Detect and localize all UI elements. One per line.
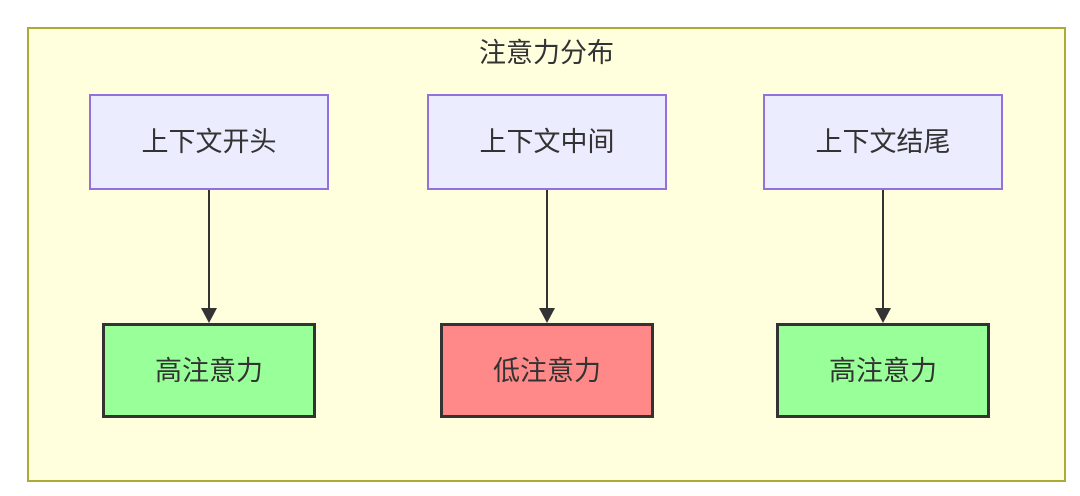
diagram-title: 注意力分布	[479, 38, 614, 68]
node-context-end-label: 上下文结尾	[815, 127, 951, 157]
node-low-attention-middle: 低注意力	[440, 323, 654, 418]
node-context-start: 上下文开头	[89, 94, 329, 190]
node-high-attention-end: 高注意力	[776, 323, 990, 418]
node-context-middle-label: 上下文中间	[479, 127, 615, 157]
node-low-attention-middle-label: 低注意力	[493, 355, 601, 386]
arrow-down-icon	[875, 190, 891, 323]
node-context-middle: 上下文中间	[427, 94, 667, 190]
attention-distribution-frame: 注意力分布 上下文开头 上下文中间 上下文结尾 高注意力 低注意力	[27, 27, 1066, 482]
node-context-end: 上下文结尾	[763, 94, 1003, 190]
node-high-attention-end-label: 高注意力	[829, 355, 937, 386]
arrow-down-icon	[201, 190, 217, 323]
node-high-attention-start: 高注意力	[102, 323, 316, 418]
node-high-attention-start-label: 高注意力	[155, 355, 263, 386]
node-context-start-label: 上下文开头	[141, 127, 277, 157]
arrow-down-icon	[539, 190, 555, 323]
